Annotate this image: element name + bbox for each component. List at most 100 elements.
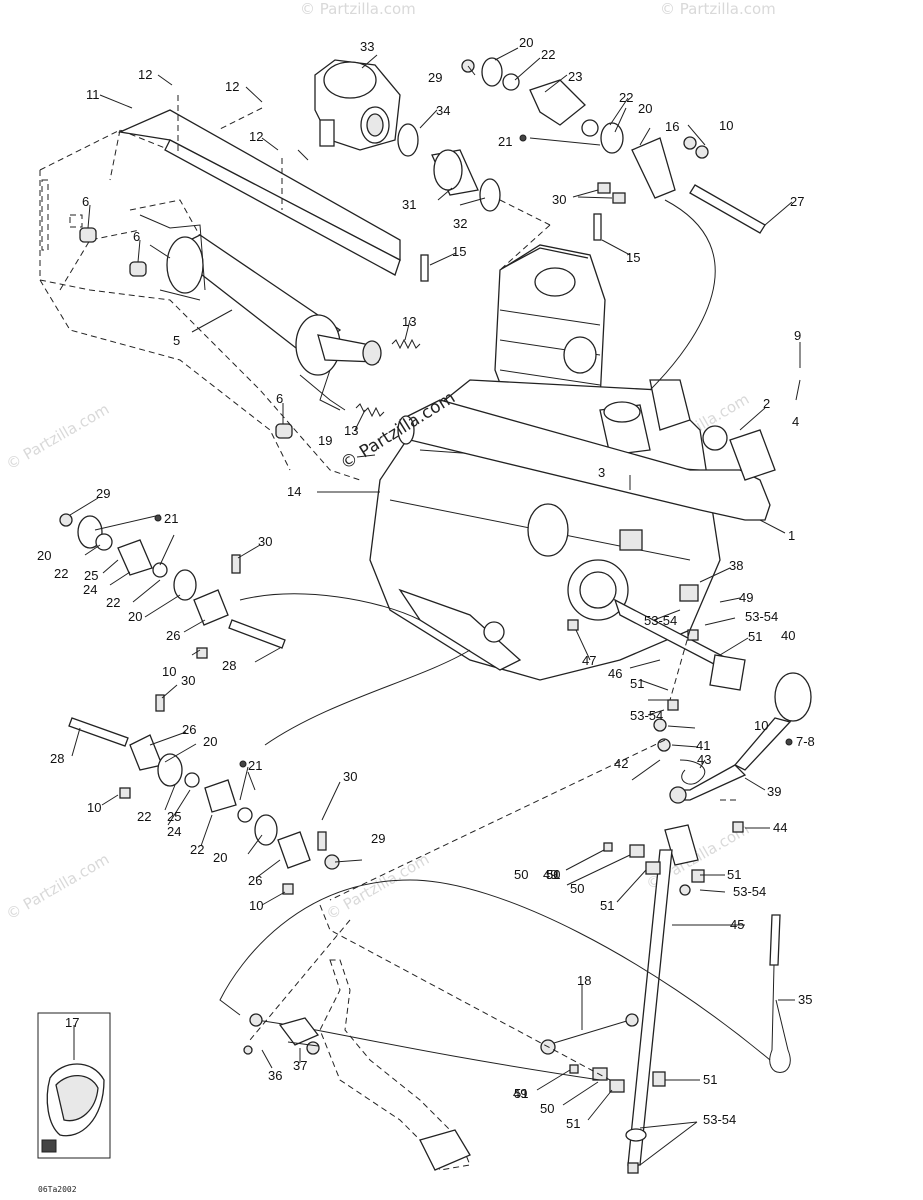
inset-box (37, 1012, 111, 1159)
callout-labels: 1 2 3 4 5 6 6 6 7-8 9 10 10 10 10 10 11 … (37, 35, 815, 1131)
callout-label: 22 (541, 47, 555, 62)
callout-label: 22 (619, 90, 633, 105)
callout-label: 30 (552, 192, 566, 207)
callout-label: 6 (82, 194, 89, 209)
callout-label: 5 (173, 333, 180, 348)
callout-label: 10 (754, 718, 768, 733)
heat-shield (117, 95, 401, 276)
callout-label: 51 (514, 1086, 528, 1101)
callout-label: 51 (566, 1116, 580, 1131)
callout-label: 27 (790, 194, 804, 209)
exhaust-pipe (397, 379, 776, 521)
engine-mount-top (461, 57, 766, 391)
watermark: © Partzilla.com (3, 400, 112, 473)
callout-label: 53-54 (733, 884, 766, 899)
callout-label: 24 (167, 824, 181, 839)
watermark: © Partzilla.com (660, 0, 776, 18)
callout-label: 20 (203, 734, 217, 749)
callout-label: 46 (608, 666, 622, 681)
callout-label: 45 (730, 917, 744, 932)
callout-label: 36 (268, 1068, 282, 1083)
callout-label: 20 (638, 101, 652, 116)
callout-label: 13 (344, 423, 358, 438)
callout-label: 47 (582, 653, 596, 668)
callout-label: 51 (630, 676, 644, 691)
callout-label: 12 (138, 67, 152, 82)
callout-label: 39 (767, 784, 781, 799)
shift-linkage (219, 584, 812, 1174)
callout-label: 53-54 (745, 609, 778, 624)
callout-label: 16 (665, 119, 679, 134)
callout-label: 49 (513, 1086, 527, 1101)
callout-label: 50 (570, 881, 584, 896)
callout-label: 22 (54, 566, 68, 581)
grease-marker (154, 134, 793, 768)
callout-label: 26 (166, 628, 180, 643)
callout-label: 30 (343, 769, 357, 784)
callout-label: 19 (318, 433, 332, 448)
leader-lines (69, 47, 801, 1166)
callout-label: 25 (84, 568, 98, 583)
muffler (139, 214, 382, 411)
callout-label: 15 (452, 244, 466, 259)
engine-mount-left (59, 513, 421, 659)
callout-label: 10 (249, 898, 263, 913)
rubber-mount (79, 227, 293, 439)
callout-label: 26 (182, 722, 196, 737)
callout-label: 51 (600, 898, 614, 913)
callout-label: 42 (614, 756, 628, 771)
callout-label: 33 (360, 39, 374, 54)
callout-label: 7-8 (796, 734, 815, 749)
callout-label: 6 (276, 391, 283, 406)
callout-label: 28 (50, 751, 64, 766)
callout-label: 44 (773, 820, 787, 835)
watermark: © Partzilla.com (300, 0, 416, 18)
callout-label: 24 (83, 582, 97, 597)
callout-label: 22 (106, 595, 120, 610)
callout-label: 12 (249, 129, 263, 144)
callout-label: 2 (763, 396, 770, 411)
callout-label: 23 (568, 69, 582, 84)
leader-dashes (249, 629, 740, 1081)
callout-label: 38 (729, 558, 743, 573)
callout-label: 20 (519, 35, 533, 50)
callout-label: 30 (258, 534, 272, 549)
callout-label: 29 (371, 831, 385, 846)
callout-label: 53-54 (703, 1112, 736, 1127)
callout-label: 10 (162, 664, 176, 679)
callout-label: 29 (96, 486, 110, 501)
callout-label: 49 (739, 590, 753, 605)
callout-label: 35 (798, 992, 812, 1007)
callout-label: 21 (164, 511, 178, 526)
callout-label: 51 (748, 629, 762, 644)
callout-label: 9 (794, 328, 801, 343)
callout-label: 51 (727, 867, 741, 882)
callout-label: 40 (781, 628, 795, 643)
callout-label: 25 (167, 809, 181, 824)
exhaust-spring (355, 338, 421, 418)
callout-label: 11 (86, 87, 100, 102)
callout-label: 32 (453, 216, 467, 231)
callout-label: 53-54 (644, 613, 677, 628)
callout-label: 50 (540, 1101, 554, 1116)
watermark: © Partzilla.com (3, 850, 112, 923)
callout-label: 10 (719, 118, 733, 133)
callout-label: 18 (577, 973, 591, 988)
spark-plug (420, 213, 602, 282)
callout-label: 41 (696, 738, 710, 753)
callout-label: 50 (514, 867, 528, 882)
callout-label: 21 (498, 134, 512, 149)
callout-label: 4 (792, 414, 799, 429)
callout-label: 17 (65, 1015, 79, 1030)
callout-label: 10 (87, 800, 101, 815)
callout-label: 37 (293, 1058, 307, 1073)
callout-label: 21 (248, 758, 262, 773)
intake-boot (397, 123, 551, 271)
callout-label: 20 (128, 609, 142, 624)
brake-pedal (243, 959, 471, 1171)
callout-label: 51 (703, 1072, 717, 1087)
diagram-code: 06Ta2002 (38, 1185, 77, 1194)
callout-label: 22 (190, 842, 204, 857)
callout-label: 20 (213, 850, 227, 865)
